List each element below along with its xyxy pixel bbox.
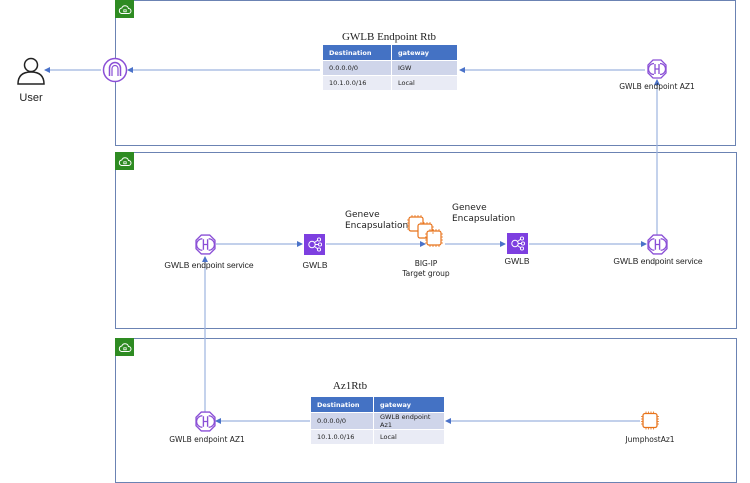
user-label: User <box>19 92 43 104</box>
geneve-label-left-line1: Geneve <box>345 210 380 220</box>
geneve-label-right-line2: Encapsulation <box>452 214 516 224</box>
vpc-cloud-icon <box>118 4 131 14</box>
gwlb-left-label: GWLB <box>302 260 328 270</box>
route-table-header: Destination <box>311 397 374 413</box>
route-table-header: Destination <box>323 45 392 61</box>
gwlb-icon <box>511 236 526 251</box>
user-node[interactable] <box>16 56 46 86</box>
ec2-instance-icon <box>641 411 659 430</box>
route-table-header: gateway <box>391 45 458 61</box>
gwlb-endpoint-service-icon <box>647 234 668 255</box>
gwlb-endpoint-top-label: GWLB endpoint AZ1 <box>619 82 695 91</box>
jumphost-label: JumphostAz1 <box>625 435 675 444</box>
route-destination: 10.1.0.0/16 <box>311 429 374 445</box>
geneve-label-left: Geneve Encapsulation <box>345 210 408 232</box>
gwlb-endpoint-icon <box>647 59 667 79</box>
geneve-label-left-line2: Encapsulation <box>345 221 409 231</box>
gwlb-icon <box>308 237 323 252</box>
route-gateway: IGW <box>391 60 458 76</box>
vpc-cloud-icon <box>118 156 131 166</box>
ec2-instances-icon <box>407 215 443 247</box>
geneve-label-right-line1: Geneve <box>452 203 487 213</box>
gwlb-endpoint-bottom[interactable] <box>195 411 216 432</box>
route-gateway: Local <box>373 429 445 445</box>
route-table-title-bottom: Az1Rtb <box>332 380 368 392</box>
route-gateway: Local <box>391 75 458 91</box>
vpc-badge <box>115 338 134 356</box>
bigip-target-group-label: BIG-IP Target group <box>402 259 449 279</box>
route-table-title-top: GWLB Endpoint Rtb <box>341 31 437 43</box>
route-destination: 0.0.0.0/0 <box>311 412 374 430</box>
geneve-label-right: Geneve Encapsulation <box>452 203 515 225</box>
route-table-bottom: Destination gateway 0.0.0.0/0 GWLB endpo… <box>311 397 445 445</box>
gwlb-endpoint-service-left[interactable] <box>195 234 216 255</box>
route-destination: 0.0.0.0/0 <box>323 60 392 76</box>
gwlb-right-label: GWLB <box>504 256 530 266</box>
vpc-badge <box>115 152 134 170</box>
gwlb-left[interactable] <box>304 234 325 255</box>
route-table-header: gateway <box>373 397 445 413</box>
gwlb-endpoint-service-right-label: GWLB endpoint service <box>613 256 703 266</box>
gwlb-endpoint-service-icon <box>195 234 216 255</box>
table-row: 10.1.0.0/16 Local <box>323 75 458 91</box>
jumphost-instance[interactable] <box>640 410 660 431</box>
gwlb-right[interactable] <box>507 233 528 254</box>
vpc-cloud-icon <box>118 342 131 352</box>
table-row: 0.0.0.0/0 GWLB endpoint Az1 <box>311 412 445 430</box>
bigip-label-line1: BIG-IP <box>414 259 438 268</box>
gwlb-endpoint-service-left-label: GWLB endpoint service <box>164 260 254 270</box>
bigip-target-group[interactable] <box>406 213 446 249</box>
internet-gateway[interactable] <box>102 57 128 83</box>
gwlb-endpoint-icon <box>195 411 216 432</box>
vpc-container-middle <box>115 152 737 329</box>
route-destination: 10.1.0.0/16 <box>323 75 392 91</box>
vpc-badge <box>115 0 134 18</box>
route-gateway: GWLB endpoint Az1 <box>373 412 445 430</box>
gwlb-endpoint-bottom-label: GWLB endpoint AZ1 <box>169 435 245 444</box>
internet-gateway-icon <box>102 57 128 83</box>
gwlb-endpoint-service-right[interactable] <box>647 234 668 255</box>
table-row: 0.0.0.0/0 IGW <box>323 60 458 76</box>
table-row: 10.1.0.0/16 Local <box>311 429 445 445</box>
user-icon <box>17 57 45 85</box>
bigip-label-line2: Target group <box>402 269 450 278</box>
route-table-top: Destination gateway 0.0.0.0/0 IGW 10.1.0… <box>323 45 458 91</box>
gwlb-endpoint-top[interactable] <box>647 59 667 79</box>
